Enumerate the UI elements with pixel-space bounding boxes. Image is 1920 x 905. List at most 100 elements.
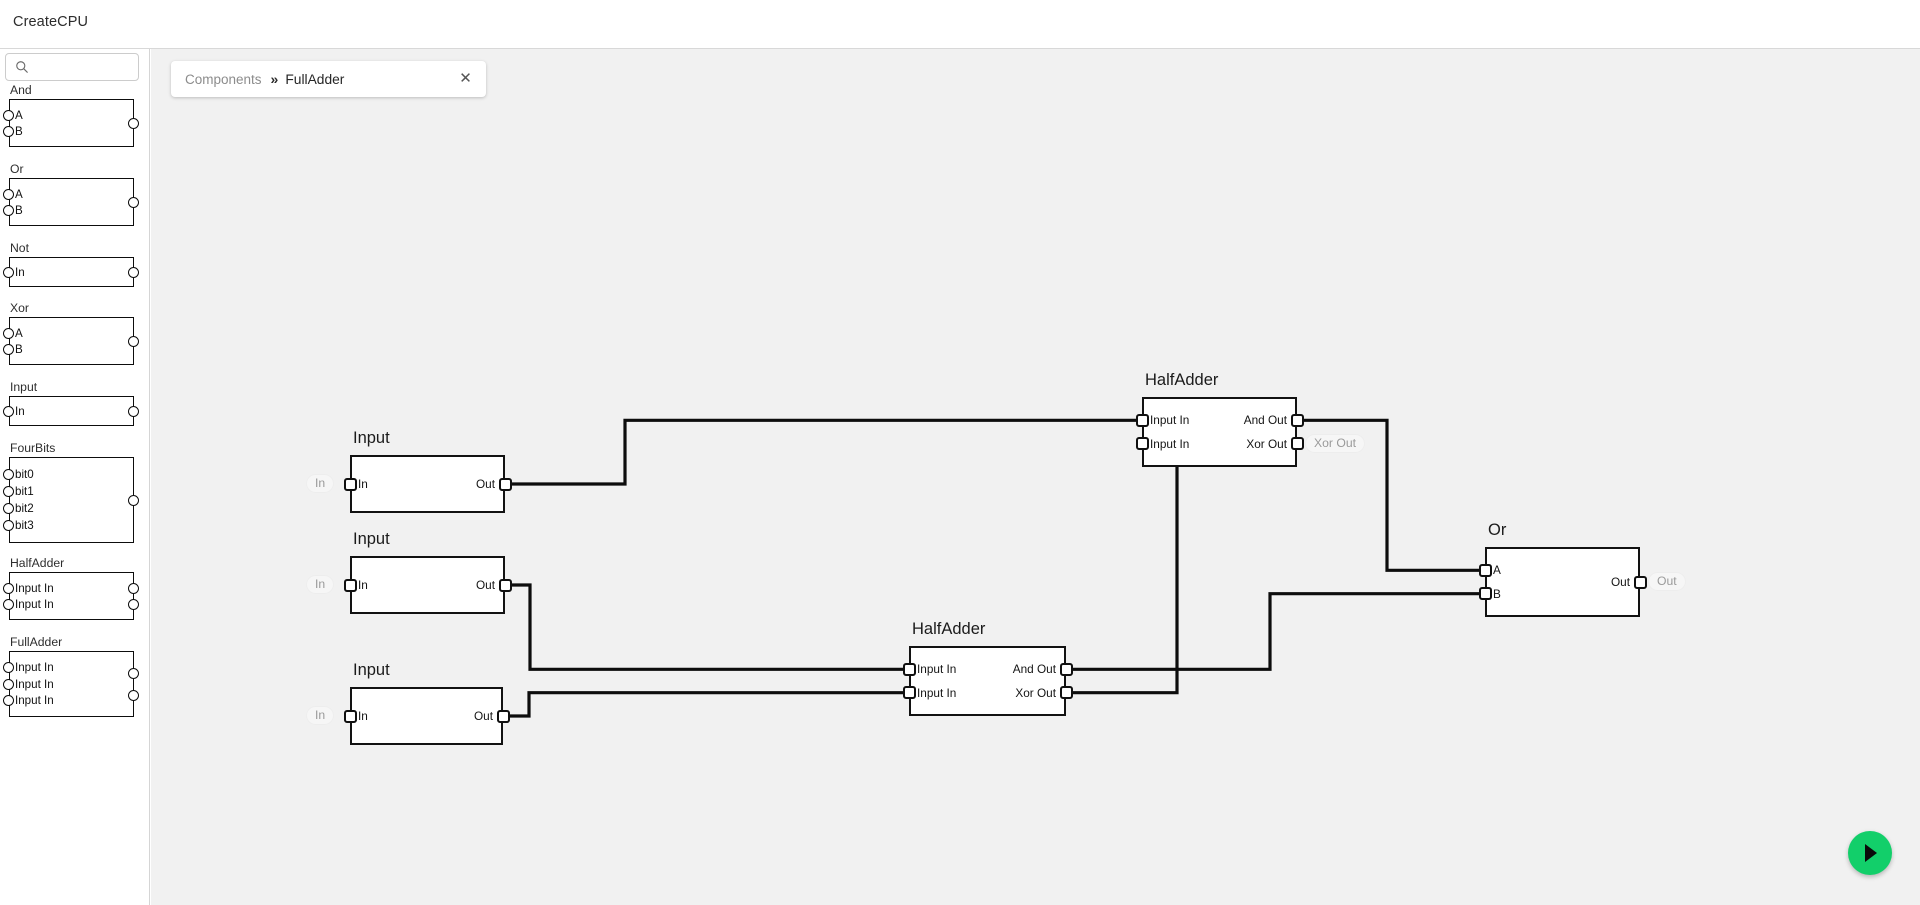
component-palette-sidebar: AndABOutOrABOutNotInOutXorABOutInputInOu… [0, 49, 150, 905]
palette-input-port-label: A [15, 187, 23, 201]
palette-input-port[interactable] [3, 695, 14, 706]
palette-item-body [9, 396, 134, 426]
palette-input-port[interactable] [3, 662, 14, 673]
palette-item-label: Or [10, 162, 24, 176]
palette-input-port-label: A [15, 108, 23, 122]
palette-input-port[interactable] [3, 327, 14, 339]
palette-output-port[interactable] [128, 494, 139, 506]
page-title: CreateCPU [13, 14, 89, 30]
palette-input-port-label: Input In [15, 694, 54, 707]
node-input-port[interactable] [902, 662, 916, 676]
palette-output-port[interactable] [128, 117, 139, 129]
palette-input-port-label: B [15, 203, 23, 217]
breadcrumb-root[interactable]: Components [185, 71, 262, 87]
node-input-port-label: In [358, 477, 368, 491]
node-input-port[interactable] [1478, 563, 1492, 577]
palette-input-port[interactable] [3, 582, 14, 594]
wire[interactable] [1064, 442, 1179, 695]
close-icon[interactable]: ✕ [459, 70, 472, 87]
node-output-port[interactable] [1633, 575, 1647, 589]
palette-item-label: FullAdder [10, 635, 63, 649]
canvas-node-body [350, 687, 503, 745]
palette-input-port-label: In [15, 265, 25, 279]
palette-item-body [9, 178, 134, 226]
palette-input-port[interactable] [3, 125, 14, 137]
palette-input-port[interactable] [3, 678, 14, 690]
node-input-port[interactable] [343, 709, 357, 723]
palette-input-port-label: bit3 [15, 519, 34, 533]
wire[interactable] [1295, 418, 1487, 572]
palette-output-port[interactable] [128, 667, 139, 679]
node-output-port[interactable] [1059, 662, 1073, 676]
palette-item-label: Xor [10, 301, 29, 315]
node-input-badge: In [306, 474, 335, 493]
app-header: CreateCPU [0, 0, 1920, 49]
canvas-node-body [909, 646, 1066, 716]
node-output-port-label: And Out [1243, 413, 1287, 428]
node-input-port[interactable] [343, 578, 357, 592]
wire[interactable] [1064, 592, 1487, 671]
palette-output-port[interactable] [128, 196, 139, 208]
palette-input-port[interactable] [3, 109, 14, 121]
palette-input-port[interactable] [3, 266, 14, 278]
palette-input-port[interactable] [3, 485, 14, 497]
canvas-node-title: HalfAdder [912, 620, 986, 638]
node-output-port[interactable] [498, 578, 512, 592]
canvas-node-title: Input [353, 429, 390, 447]
node-output-port-label: And Out [1012, 662, 1056, 677]
play-icon [1865, 844, 1877, 862]
palette-output-port[interactable] [128, 598, 139, 610]
node-output-port[interactable] [498, 477, 512, 491]
palette-input-port[interactable] [3, 598, 14, 610]
palette-output-port[interactable] [128, 266, 139, 278]
palette-input-port[interactable] [3, 468, 14, 480]
node-input-port[interactable] [1135, 437, 1149, 451]
palette-output-port[interactable] [128, 405, 139, 417]
node-input-port[interactable] [1478, 587, 1492, 601]
palette-item-body [9, 572, 134, 620]
node-output-port[interactable] [1059, 686, 1073, 700]
palette-input-port-label: Input In [15, 677, 54, 691]
node-input-port[interactable] [902, 686, 916, 700]
node-input-badge: In [306, 575, 335, 594]
canvas-node-title: HalfAdder [1145, 371, 1219, 389]
search-icon [16, 61, 28, 73]
node-output-port-label: Out [475, 477, 495, 491]
wire[interactable] [503, 418, 1144, 486]
palette-output-port[interactable] [128, 689, 139, 701]
palette-input-port[interactable] [3, 503, 14, 515]
run-simulation-button[interactable] [1848, 831, 1892, 875]
palette-input-port[interactable] [3, 405, 14, 417]
palette-input-port[interactable] [3, 343, 14, 355]
palette-input-port[interactable] [3, 188, 14, 200]
node-input-port-label: Input In [917, 685, 957, 700]
node-output-port[interactable] [1290, 413, 1304, 427]
palette-input-port-label: bit2 [15, 502, 34, 516]
wire[interactable] [501, 691, 911, 718]
palette-item-body [9, 317, 134, 365]
palette-input-port[interactable] [3, 520, 14, 532]
search-input[interactable] [36, 54, 136, 80]
node-output-port-label: Xor Out [1015, 685, 1056, 700]
palette-input-port[interactable] [3, 204, 14, 216]
wire[interactable] [503, 583, 911, 671]
node-output-port[interactable] [1290, 437, 1304, 451]
canvas-node-title: Input [353, 661, 390, 679]
palette-input-port-label: Input In [15, 597, 54, 611]
node-input-port[interactable] [343, 477, 357, 491]
search-box[interactable] [5, 53, 139, 81]
node-output-port[interactable] [496, 709, 510, 723]
canvas-node-body [1142, 397, 1297, 467]
tab-fulladder[interactable]: Components » FullAdder ✕ [171, 61, 486, 97]
palette-output-port[interactable] [128, 335, 139, 347]
palette-output-port[interactable] [128, 582, 139, 594]
node-input-port[interactable] [1135, 413, 1149, 427]
